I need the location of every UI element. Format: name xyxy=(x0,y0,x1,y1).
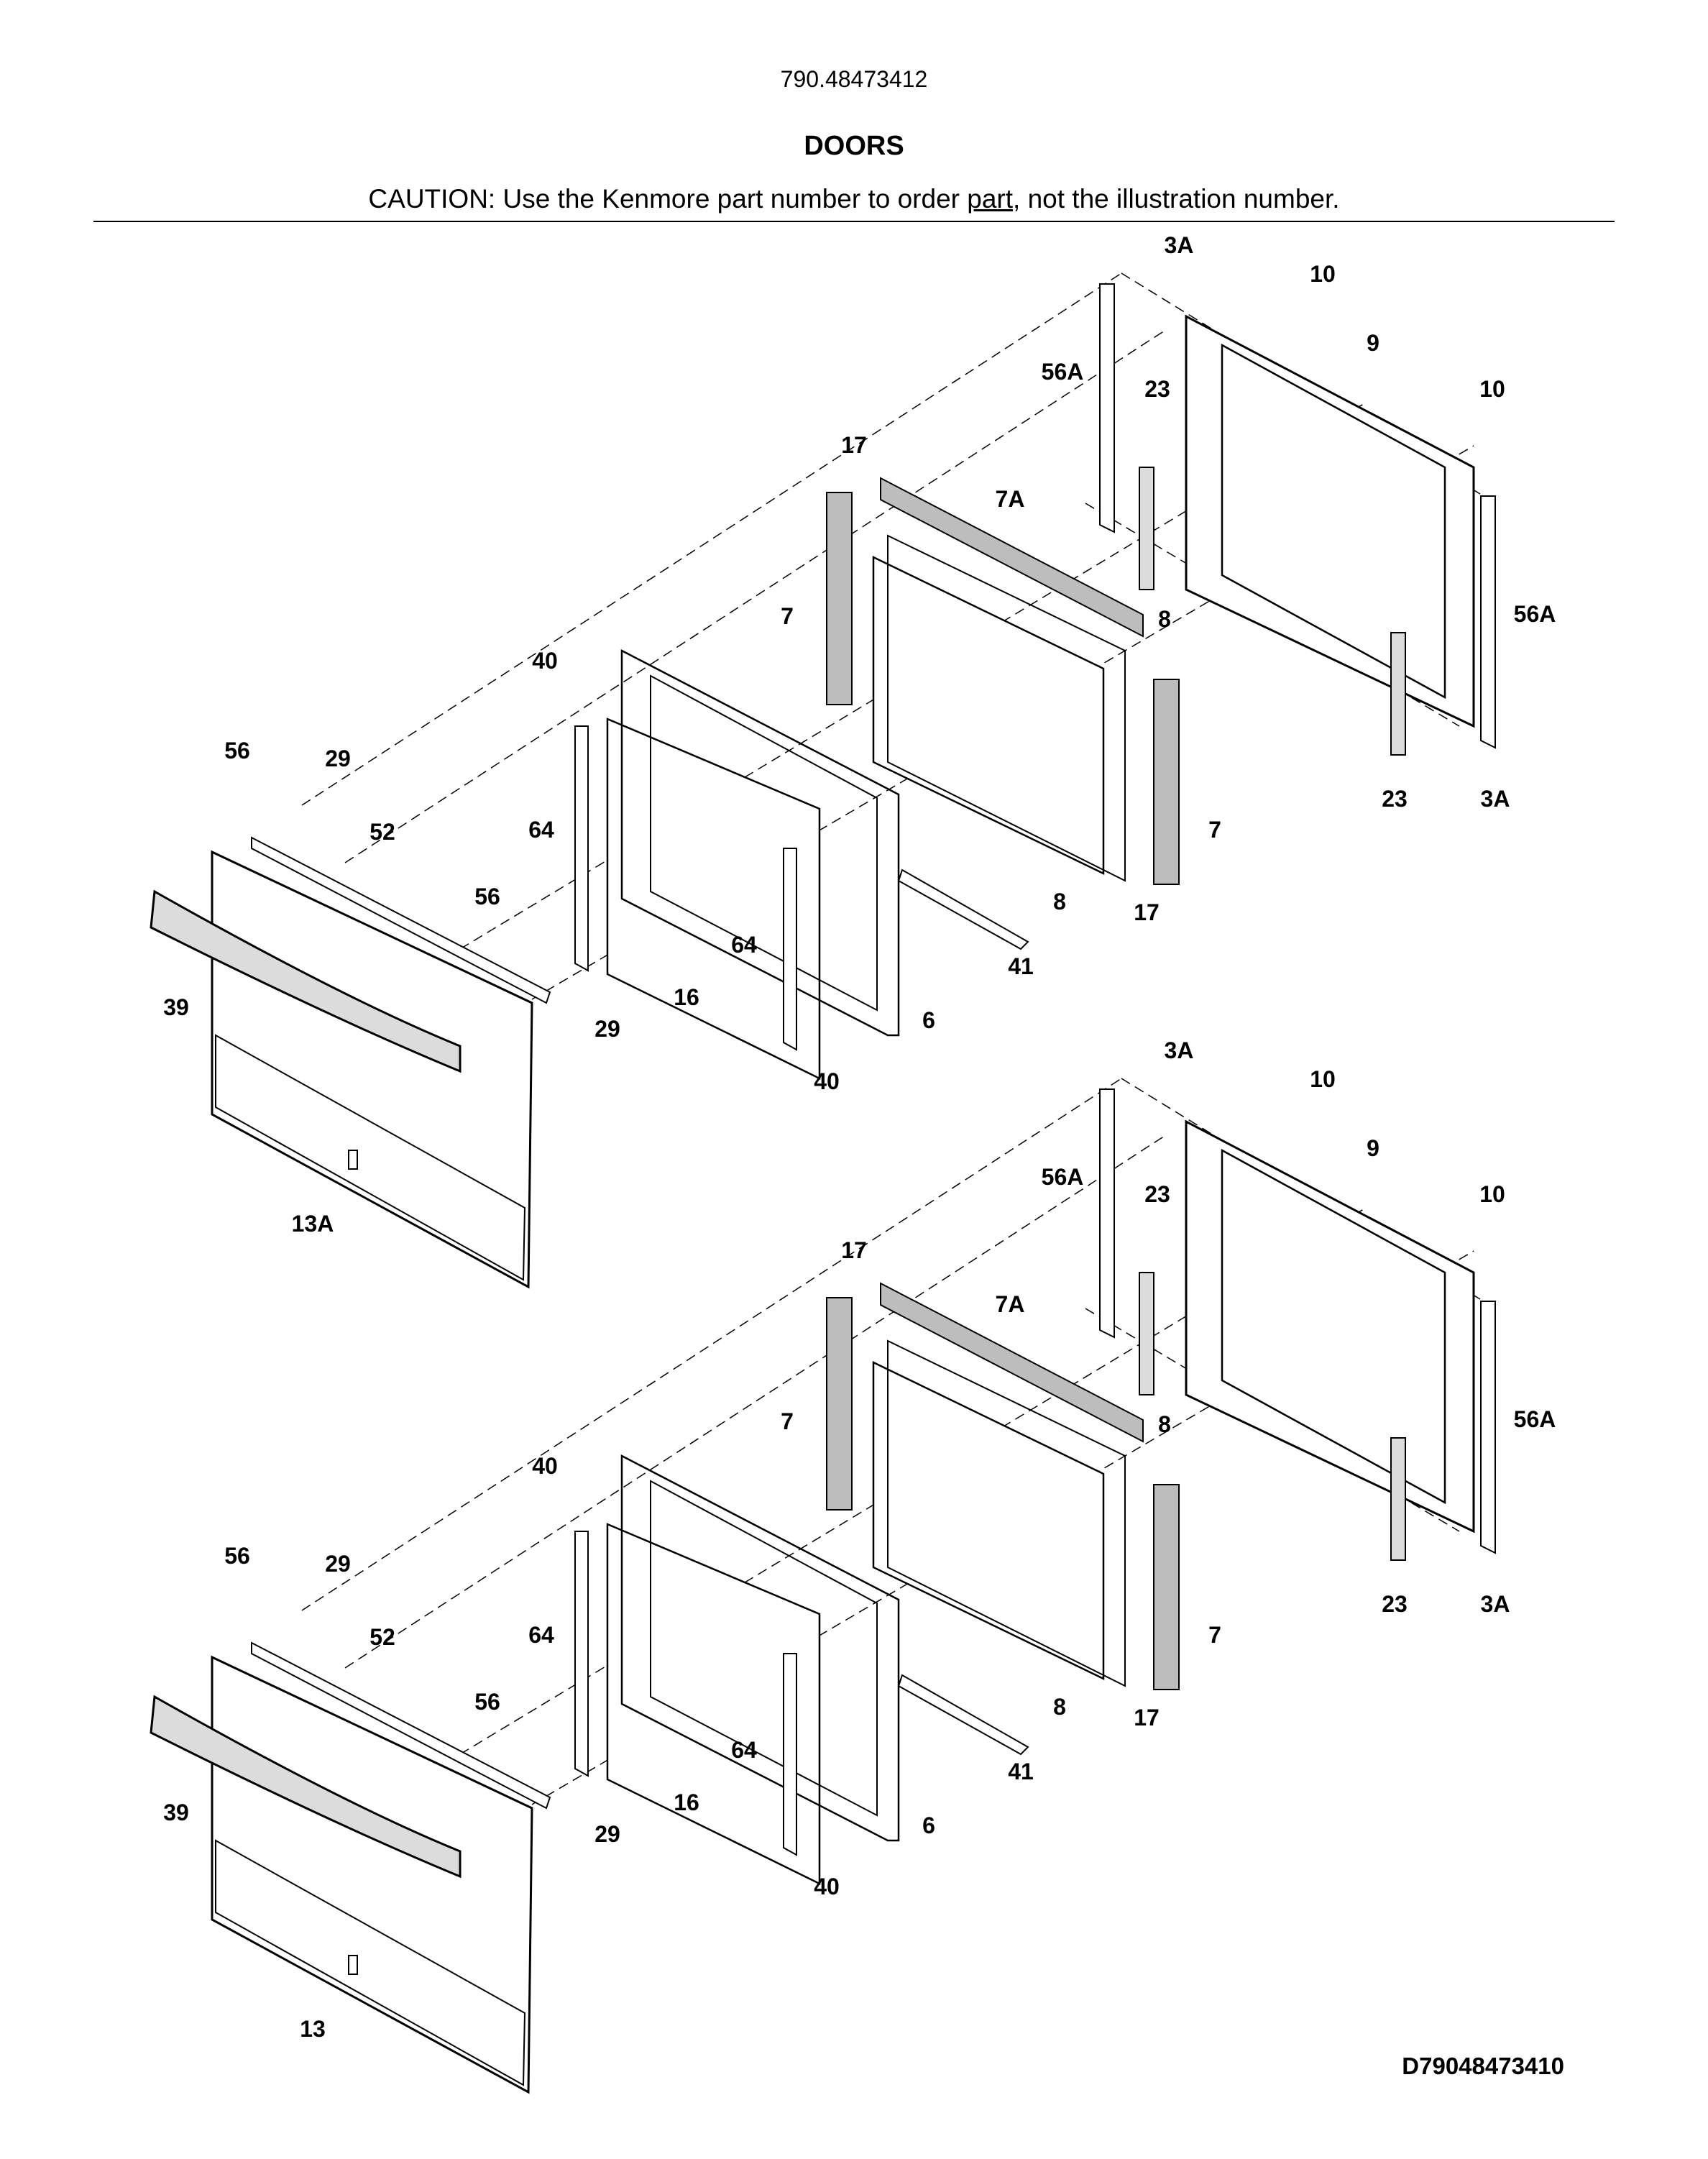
caution-underlined-word: part xyxy=(967,184,1014,214)
upper-callout-3: 56A xyxy=(1042,359,1084,385)
caution-text-start: CAUTION: Use the Kenmore part number to … xyxy=(368,184,968,214)
lower-callout-4: 23 xyxy=(1144,1181,1170,1207)
diagram-code: D79048473410 xyxy=(1402,2053,1564,2079)
upper-callout-26: 29 xyxy=(594,1016,620,1042)
upper-callout-24: 16 xyxy=(674,984,699,1010)
upper-callout-15: 64 xyxy=(528,817,554,843)
lower-callout-13: 29 xyxy=(325,1551,351,1577)
lower-callout-15: 64 xyxy=(528,1622,554,1648)
lower-callout-9: 8 xyxy=(1158,1411,1171,1437)
lower-callout-8: 7 xyxy=(781,1408,794,1434)
upper-callout-23: 64 xyxy=(731,932,757,958)
lower-callout-20: 8 xyxy=(1053,1694,1066,1720)
lower-callout-5: 10 xyxy=(1479,1181,1505,1207)
lower-callout-16: 56 xyxy=(474,1689,500,1715)
upper-callouts: 3A 10 9 56A 23 10 17 7A 7 8 56A 40 56 29 52 64 56 7 23 3A 8 1… xyxy=(163,232,1556,1237)
upper-callout-21: 17 xyxy=(1134,899,1160,925)
upper-callout-29: 13A xyxy=(292,1211,334,1237)
upper-callout-19: 3A xyxy=(1481,786,1510,812)
upper-callout-7: 7A xyxy=(996,486,1025,512)
lower-callout-3: 56A xyxy=(1042,1164,1084,1190)
upper-callout-8: 7 xyxy=(781,603,794,629)
upper-callout-16: 56 xyxy=(474,884,500,909)
lower-callout-17: 7 xyxy=(1208,1622,1221,1648)
lower-callout-7: 7A xyxy=(996,1291,1025,1317)
upper-callout-2: 9 xyxy=(1367,330,1379,356)
page-title: DOORS xyxy=(804,131,904,161)
lower-callout-26: 29 xyxy=(594,1821,620,1847)
upper-door-assembly xyxy=(150,272,1497,1288)
upper-callout-18: 23 xyxy=(1382,786,1408,812)
upper-callout-28: 40 xyxy=(814,1068,840,1094)
upper-callout-0: 3A xyxy=(1165,232,1194,258)
lower-callout-18: 23 xyxy=(1382,1591,1408,1617)
lower-door-assembly xyxy=(150,1077,1497,2094)
model-number: 790.48473412 xyxy=(780,66,928,92)
lower-callout-27: 6 xyxy=(922,1812,935,1838)
lower-callout-24: 16 xyxy=(674,1789,699,1815)
upper-callout-27: 6 xyxy=(922,1007,935,1033)
upper-callout-25: 41 xyxy=(1008,953,1034,979)
lower-callout-28: 40 xyxy=(814,1874,840,1899)
upper-callout-9: 8 xyxy=(1158,606,1171,632)
upper-callout-1: 10 xyxy=(1310,261,1336,287)
upper-callout-22: 39 xyxy=(163,994,189,1020)
lower-callout-10: 56A xyxy=(1514,1406,1556,1432)
upper-callout-4: 23 xyxy=(1144,376,1170,402)
lower-callout-0: 3A xyxy=(1165,1037,1194,1063)
lower-callouts: 3A 10 9 56A 23 10 17 7A 7 8 56A 40 56 29 52 64 56 7 23 3A 8 1… xyxy=(163,1037,1556,2042)
lower-callout-1: 10 xyxy=(1310,1066,1336,1092)
lower-callout-14: 52 xyxy=(369,1624,395,1650)
lower-callout-6: 17 xyxy=(841,1237,867,1263)
lower-callout-21: 17 xyxy=(1134,1705,1160,1731)
upper-callout-14: 52 xyxy=(369,819,395,845)
upper-callout-10: 56A xyxy=(1514,601,1556,627)
lower-callout-25: 41 xyxy=(1008,1759,1034,1784)
caution-text-end: , not the illustration number. xyxy=(1013,184,1340,214)
lower-callout-19: 3A xyxy=(1481,1591,1510,1617)
lower-callout-11: 40 xyxy=(532,1453,558,1479)
upper-callout-5: 10 xyxy=(1479,376,1505,402)
upper-callout-12: 56 xyxy=(224,738,250,764)
lower-callout-12: 56 xyxy=(224,1543,250,1569)
upper-callout-6: 17 xyxy=(841,432,867,458)
header-divider xyxy=(93,221,1615,222)
upper-callout-11: 40 xyxy=(532,648,558,674)
lower-callout-29: 13 xyxy=(300,2016,326,2042)
lower-callout-22: 39 xyxy=(163,1800,189,1825)
upper-callout-17: 7 xyxy=(1208,817,1221,843)
caution-note: CAUTION: Use the Kenmore part number to … xyxy=(0,184,1708,214)
lower-callout-23: 64 xyxy=(731,1737,757,1763)
upper-callout-20: 8 xyxy=(1053,889,1066,915)
lower-callout-2: 9 xyxy=(1367,1135,1379,1161)
upper-callout-13: 29 xyxy=(325,746,351,771)
